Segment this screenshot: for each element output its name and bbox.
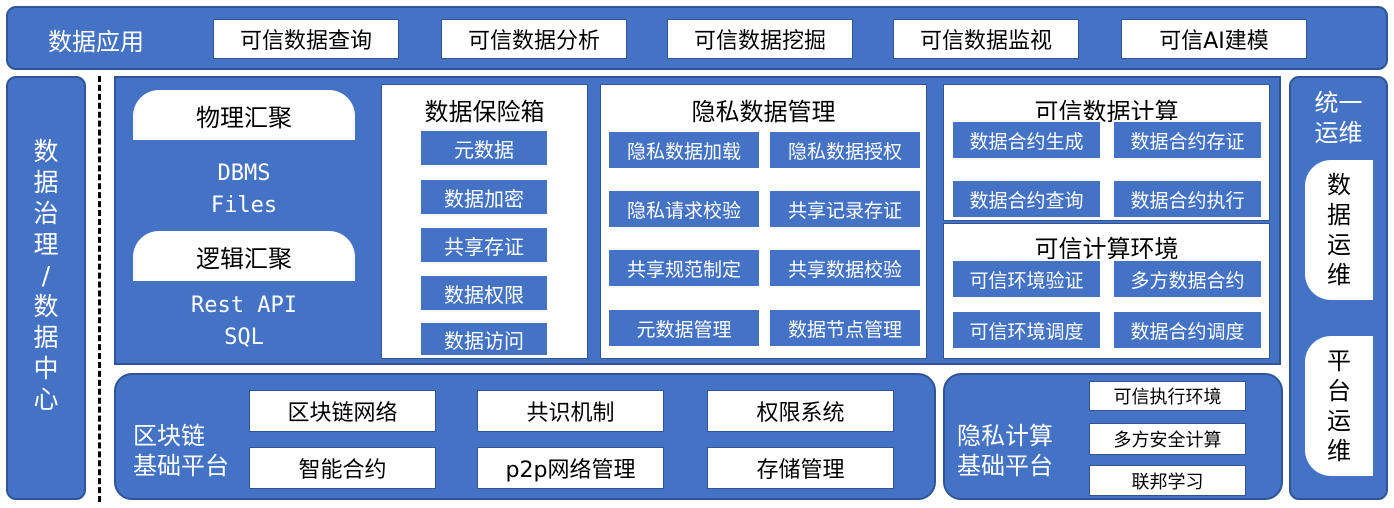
secure-multiparty-compute: 多方安全计算 bbox=[1089, 423, 1246, 455]
blockchain-network: 区块链网络 bbox=[249, 390, 436, 432]
contract-evidence: 数据合约存证 bbox=[1112, 120, 1263, 160]
contract-generate: 数据合约生成 bbox=[951, 120, 1102, 160]
data-application-label: 数据应用 bbox=[48, 28, 144, 56]
privacy-item-load: 隐私数据加载 bbox=[607, 130, 761, 170]
data-governance-label: 数 据 治 理 / 数 据 中 心 bbox=[33, 137, 59, 414]
permission-system: 权限系统 bbox=[707, 390, 894, 432]
data-ops-label: 数 据 运 维 bbox=[1327, 171, 1351, 289]
privacy-compute-platform-label: 隐私计算 基础平台 bbox=[957, 422, 1053, 480]
data-governance-column bbox=[6, 76, 86, 500]
blockchain-platform-label: 区块链 基础平台 bbox=[133, 422, 229, 480]
app-item-query: 可信数据查询 bbox=[213, 19, 399, 59]
env-verify: 可信环境验证 bbox=[951, 259, 1102, 299]
app-item-analysis: 可信数据分析 bbox=[441, 19, 627, 59]
contract-execute: 数据合约执行 bbox=[1112, 179, 1263, 219]
safe-item-permission: 数据权限 bbox=[419, 274, 549, 312]
privacy-item-node-mgmt: 数据节点管理 bbox=[768, 308, 922, 348]
platform-ops-box bbox=[1305, 336, 1373, 476]
platform-ops-label: 平 台 运 维 bbox=[1327, 347, 1351, 465]
safe-item-access: 数据访问 bbox=[419, 321, 549, 357]
app-item-ai-modeling: 可信AI建模 bbox=[1121, 19, 1307, 59]
data-ops-box bbox=[1305, 160, 1373, 300]
safe-item-metadata: 元数据 bbox=[419, 129, 549, 167]
trusted-env-title: 可信计算环境 bbox=[1034, 235, 1179, 263]
storage-mgmt: 存储管理 bbox=[707, 447, 894, 489]
safe-item-encryption: 数据加密 bbox=[419, 178, 549, 216]
dashed-separator bbox=[98, 76, 101, 502]
federated-learning: 联邦学习 bbox=[1089, 465, 1246, 496]
privacy-data-mgmt-title: 隐私数据管理 bbox=[691, 98, 836, 126]
privacy-item-share-spec: 共享规范制定 bbox=[607, 248, 761, 288]
contract-query: 数据合约查询 bbox=[951, 179, 1102, 219]
app-item-mining: 可信数据挖掘 bbox=[667, 19, 853, 59]
env-schedule: 可信环境调度 bbox=[951, 310, 1102, 350]
physical-aggregation-tab: 物理汇聚 bbox=[133, 90, 355, 140]
contract-schedule: 数据合约调度 bbox=[1112, 310, 1263, 350]
smart-contract: 智能合约 bbox=[249, 447, 436, 489]
unified-ops-title: 统一 运维 bbox=[1314, 89, 1363, 147]
data-safe-box-title: 数据保险箱 bbox=[424, 98, 545, 126]
privacy-item-request-check: 隐私请求校验 bbox=[607, 189, 761, 229]
privacy-item-authorize: 隐私数据授权 bbox=[768, 130, 922, 170]
safe-item-share-evidence: 共享存证 bbox=[419, 226, 549, 264]
consensus-mechanism: 共识机制 bbox=[477, 390, 664, 432]
privacy-item-share-verify: 共享数据校验 bbox=[768, 248, 922, 288]
p2p-network-mgmt: p2p网络管理 bbox=[477, 447, 664, 489]
multi-party-contract: 多方数据合约 bbox=[1112, 259, 1263, 299]
logical-aggregation-tab: 逻辑汇聚 bbox=[133, 231, 355, 281]
app-item-monitor: 可信数据监视 bbox=[893, 19, 1079, 59]
physical-aggregation-items: DBMS Files bbox=[210, 161, 278, 218]
privacy-item-metadata-mgmt: 元数据管理 bbox=[607, 308, 761, 348]
tee: 可信执行环境 bbox=[1089, 381, 1246, 411]
logical-aggregation-items: Rest API SQL bbox=[191, 293, 297, 350]
privacy-item-share-record: 共享记录存证 bbox=[768, 189, 922, 229]
